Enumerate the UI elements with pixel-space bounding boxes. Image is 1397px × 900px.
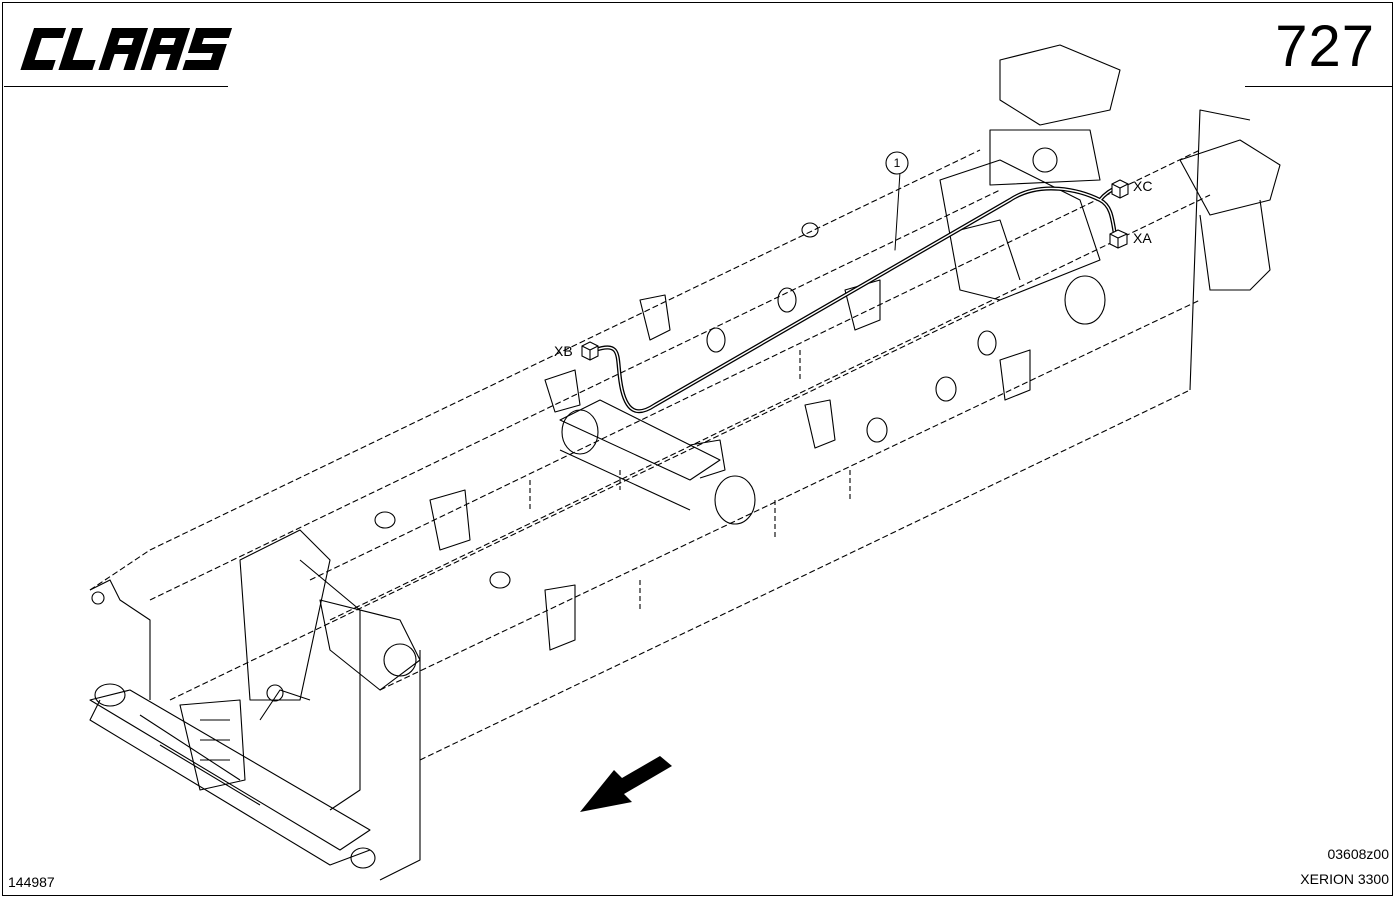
rear-cross-member	[939, 44, 1281, 391]
drawing-id: 03608z00	[1327, 846, 1389, 862]
claas-logo	[20, 28, 233, 70]
cable-harness	[593, 171, 1120, 414]
callout-number: 1	[893, 156, 901, 170]
arrow-icon	[580, 756, 672, 812]
callout-circle	[885, 151, 909, 175]
connector-xb	[581, 341, 599, 361]
connector-label-xb: XB	[554, 343, 573, 359]
rail-holes	[374, 222, 1031, 651]
left-frame-rail	[89, 149, 1001, 701]
model-name: XERION 3300	[1300, 871, 1389, 887]
connector-label-xc: XC	[1133, 178, 1153, 194]
page-number: 727	[1275, 14, 1375, 79]
logo-underline	[4, 86, 228, 87]
sheet-id: 144987	[8, 874, 55, 890]
middle-cross-tube	[559, 399, 726, 511]
connector-label-xa: XA	[1133, 230, 1152, 246]
page-number-underline	[1245, 86, 1393, 87]
connector-xa	[1109, 229, 1128, 249]
right-frame-rail	[309, 149, 1211, 761]
hidden-studs	[529, 350, 851, 610]
front-cross-member	[89, 683, 376, 869]
connector-xc	[1111, 179, 1129, 199]
front-brackets	[89, 529, 421, 881]
